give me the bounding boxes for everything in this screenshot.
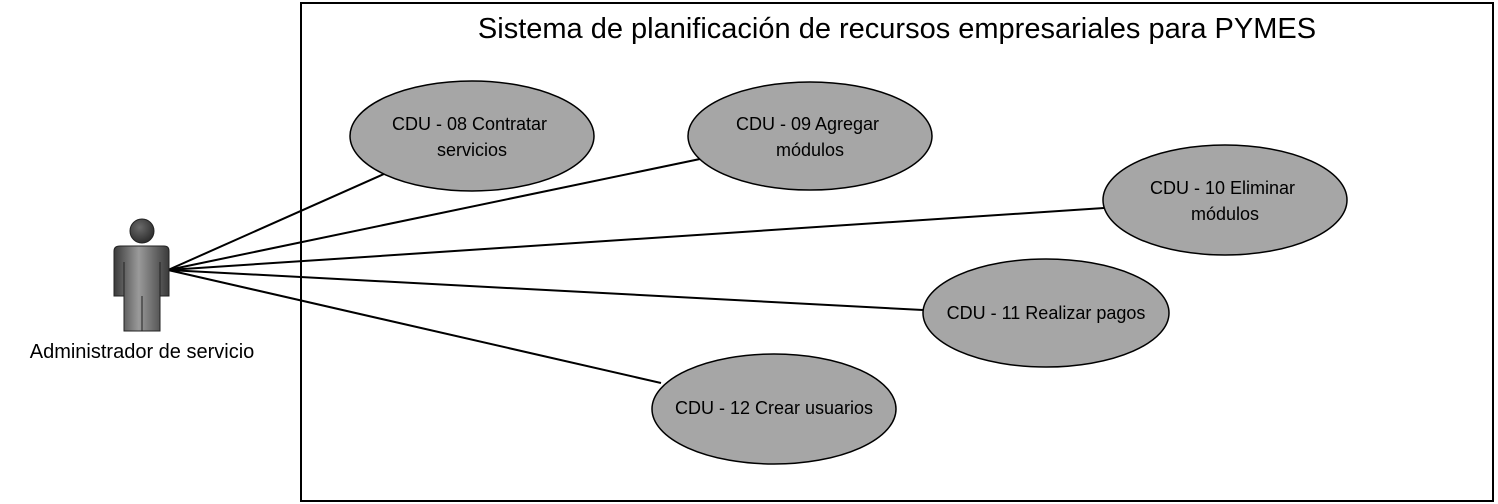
system-title: Sistema de planificación de recursos emp… bbox=[478, 13, 1316, 45]
use-case-cdu-08: CDU - 08 Contratar servicios bbox=[349, 80, 595, 192]
use-case-label: servicios bbox=[437, 140, 507, 160]
svg-text:CDU - 12 Crear usuarios: CDU - 12 Crear usuarios bbox=[675, 398, 873, 418]
use-case-label: módulos bbox=[1191, 204, 1259, 224]
use-case-label: CDU - 08 Contratar bbox=[392, 114, 547, 134]
use-case-label: CDU - 12 Crear usuarios bbox=[675, 398, 873, 418]
actor-icon bbox=[113, 218, 170, 332]
actor: Administrador de servicio bbox=[30, 218, 255, 363]
use-case-label: módulos bbox=[776, 140, 844, 160]
association-cdu-10 bbox=[167, 207, 1105, 271]
association-cdu-09 bbox=[167, 158, 701, 271]
system-boundary: Sistema de planificación de recursos emp… bbox=[300, 2, 1494, 502]
actor-name: Administrador de servicio bbox=[30, 341, 255, 363]
svg-text:CDU - 10 Eliminar módulo: CDU - 10 Eliminar módulos bbox=[1150, 178, 1300, 224]
use-case-cdu-12: CDU - 12 Crear usuarios bbox=[651, 353, 897, 465]
association-cdu-12 bbox=[167, 269, 662, 384]
svg-text:CDU - 09 Agregar módulos: CDU - 09 Agregar módulos bbox=[736, 114, 884, 160]
associations bbox=[167, 158, 1105, 384]
use-case-cdu-10: CDU - 10 Eliminar módulos bbox=[1102, 144, 1348, 256]
use-case-label: CDU - 11 Realizar pagos bbox=[947, 303, 1146, 323]
use-case-label: CDU - 09 Agregar bbox=[736, 114, 879, 134]
use-case-label: CDU - 10 Eliminar bbox=[1150, 178, 1295, 198]
use-case-cdu-09: CDU - 09 Agregar módulos bbox=[687, 81, 933, 191]
svg-text:CDU - 08 Contratar servi: CDU - 08 Contratar servicios bbox=[392, 114, 552, 160]
svg-text:CDU - 11 Realizar pagos: CDU - 11 Realizar pagos bbox=[947, 303, 1146, 323]
association-cdu-11 bbox=[167, 269, 924, 311]
use-case-cdu-11: CDU - 11 Realizar pagos bbox=[922, 258, 1170, 368]
association-cdu-08 bbox=[167, 173, 385, 271]
